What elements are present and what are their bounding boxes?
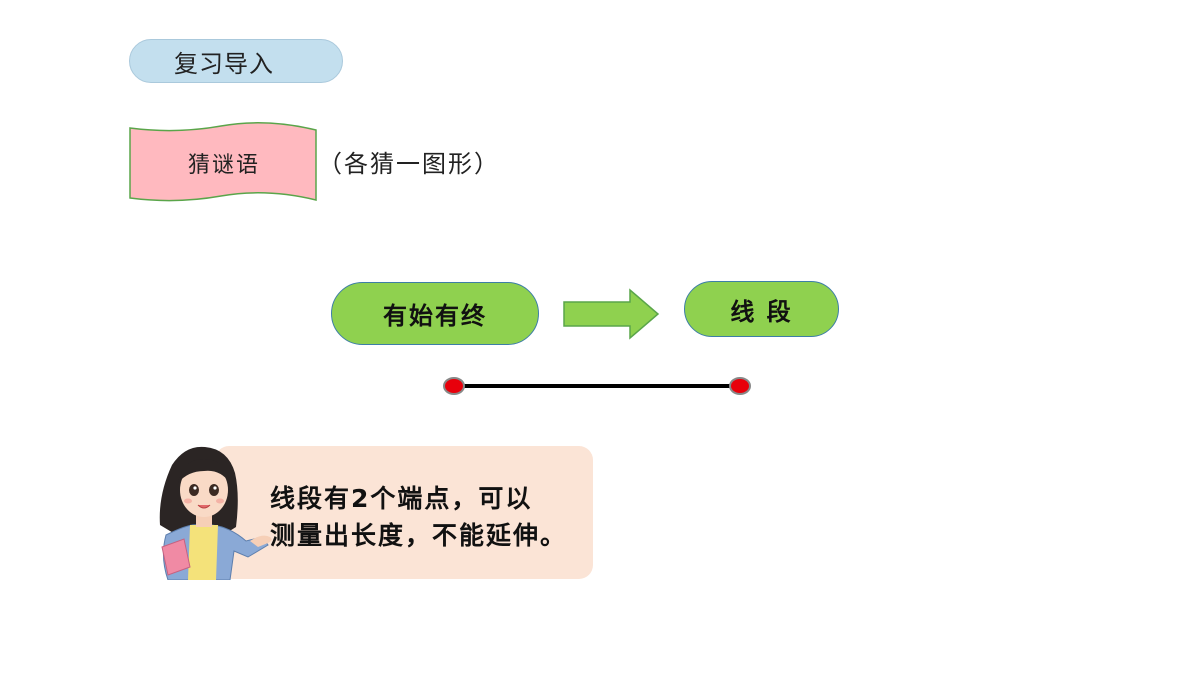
explanation-line-1: 线段有2个端点，可以 <box>270 484 533 513</box>
riddle-answer-text: 线 段 <box>730 297 793 326</box>
explanation-text: 线段有2个端点，可以 测量出长度，不能延伸。 <box>270 480 567 554</box>
line-segment-diagram <box>443 377 751 395</box>
right-endpoint <box>729 377 751 395</box>
section-title: 复习导入 <box>129 39 343 83</box>
riddle-clue: 有始有终 <box>331 282 539 345</box>
left-endpoint <box>443 377 465 395</box>
riddle-clue-text: 有始有终 <box>383 302 487 330</box>
riddle-answer: 线 段 <box>684 281 839 337</box>
right-arrow-icon <box>563 288 660 340</box>
speech-bubble <box>215 446 593 579</box>
riddle-hint: （各猜一图形） <box>318 150 500 178</box>
explanation-line-2: 测量出长度，不能延伸。 <box>270 521 568 550</box>
riddle-banner-shape <box>129 122 317 202</box>
section-title-text: 复习导入 <box>174 49 274 78</box>
riddle-banner: 猜谜语 <box>126 120 322 206</box>
teacher-illustration <box>159 446 272 580</box>
riddle-banner-label: 猜谜语 <box>187 153 260 178</box>
